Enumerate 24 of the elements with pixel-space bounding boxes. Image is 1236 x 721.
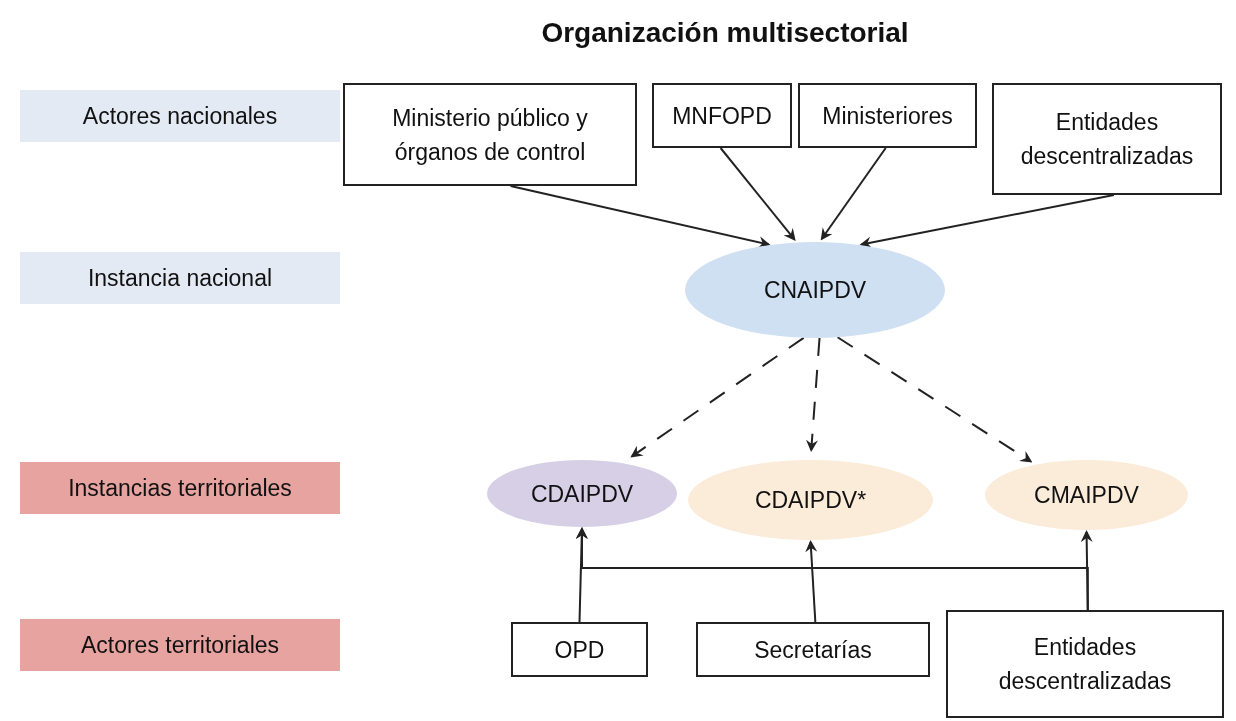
actor-box: OPD	[511, 622, 648, 677]
arrow	[859, 194, 1115, 249]
arrow	[630, 336, 805, 458]
arrow	[820, 147, 887, 241]
arrow	[805, 540, 818, 623]
actor-box: Ministeriores	[798, 83, 977, 148]
arrow	[509, 185, 771, 249]
diagram-title: Organización multisectorial	[540, 16, 910, 50]
actor-box: Ministerio público y órganos de control	[343, 83, 637, 186]
actor-box: MNFOPD	[652, 83, 792, 148]
actor-box: Entidades descentralizadas	[946, 610, 1224, 718]
instance-ellipse: CDAIPDV	[487, 460, 677, 527]
level-band: Instancias territoriales	[20, 462, 340, 514]
level-band: Instancia nacional	[20, 252, 340, 304]
level-band: Actores nacionales	[20, 90, 340, 142]
actor-box: Entidades descentralizadas	[992, 83, 1222, 195]
arrow	[836, 336, 1033, 463]
instance-ellipse: CMAIPDV	[985, 460, 1188, 530]
arrow	[806, 336, 821, 452]
arrow	[719, 147, 796, 241]
actor-box: Secretarías	[696, 622, 930, 677]
instance-ellipse: CDAIPDV*	[688, 460, 933, 540]
level-band: Actores territoriales	[20, 619, 340, 671]
instance-ellipse: CNAIPDV	[685, 242, 945, 338]
